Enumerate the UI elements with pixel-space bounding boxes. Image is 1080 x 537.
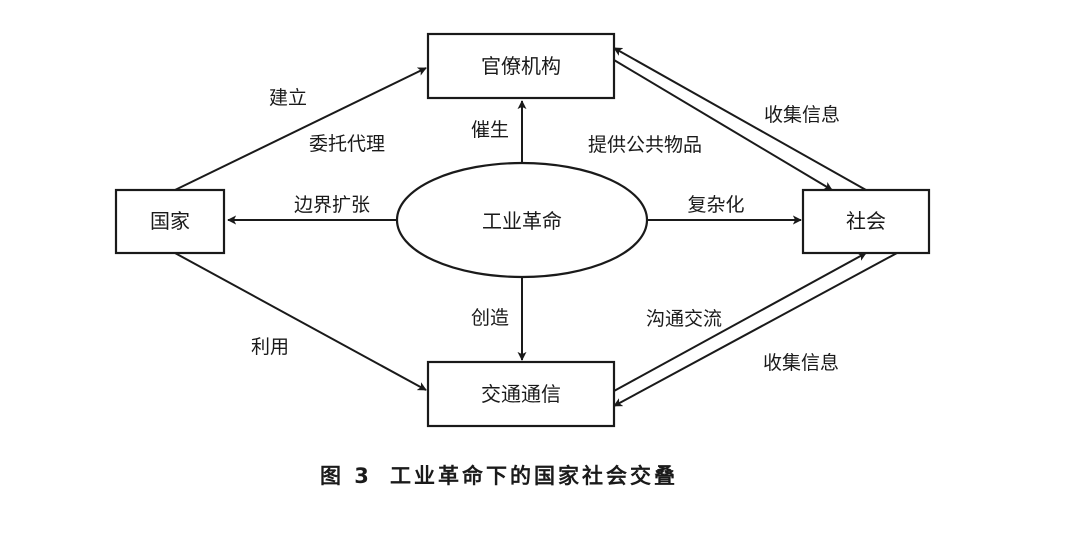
node-state: 国家	[114, 188, 226, 255]
node-bureaucracy: 官僚机构	[426, 32, 616, 100]
node-industrial-revolution: 工业革命	[395, 161, 649, 279]
edge-society-to-bureaucracy	[613, 47, 867, 191]
edge-label-communicate: 沟通交流	[646, 308, 722, 330]
edge-label-give-rise: 催生	[471, 119, 509, 141]
edge-label-delegate-agency: 委托代理	[309, 133, 385, 155]
node-communication-label: 交通通信	[481, 382, 561, 406]
node-society-label: 社会	[846, 209, 886, 233]
node-industrial-revolution-label: 工业革命	[482, 209, 562, 233]
edge-society-to-communication	[613, 252, 898, 407]
edge-bureaucracy-to-society	[613, 59, 833, 191]
edge-label-create: 创造	[471, 307, 509, 329]
figure-title: 工业革命下的国家社会交叠	[390, 464, 678, 488]
edge-label-complexify: 复杂化	[687, 194, 744, 216]
edge-state-to-bureaucracy	[174, 67, 427, 191]
node-society: 社会	[801, 188, 931, 255]
figure-number: 图 3	[320, 464, 372, 488]
edge-label-establish: 建立	[269, 87, 307, 109]
edge-label-collect-info-top: 收集信息	[764, 104, 840, 126]
edge-label-collect-info-bottom: 收集信息	[763, 352, 839, 374]
node-communication: 交通通信	[426, 360, 616, 428]
edge-label-provide-public-goods: 提供公共物品	[588, 134, 702, 156]
node-state-label: 国家	[150, 209, 190, 233]
edge-label-utilize: 利用	[251, 336, 289, 358]
edge-label-border-expansion: 边界扩张	[294, 194, 370, 216]
edge-communication-to-society	[613, 252, 867, 392]
node-bureaucracy-label: 官僚机构	[481, 54, 561, 78]
edge-state-to-communication	[174, 252, 427, 391]
